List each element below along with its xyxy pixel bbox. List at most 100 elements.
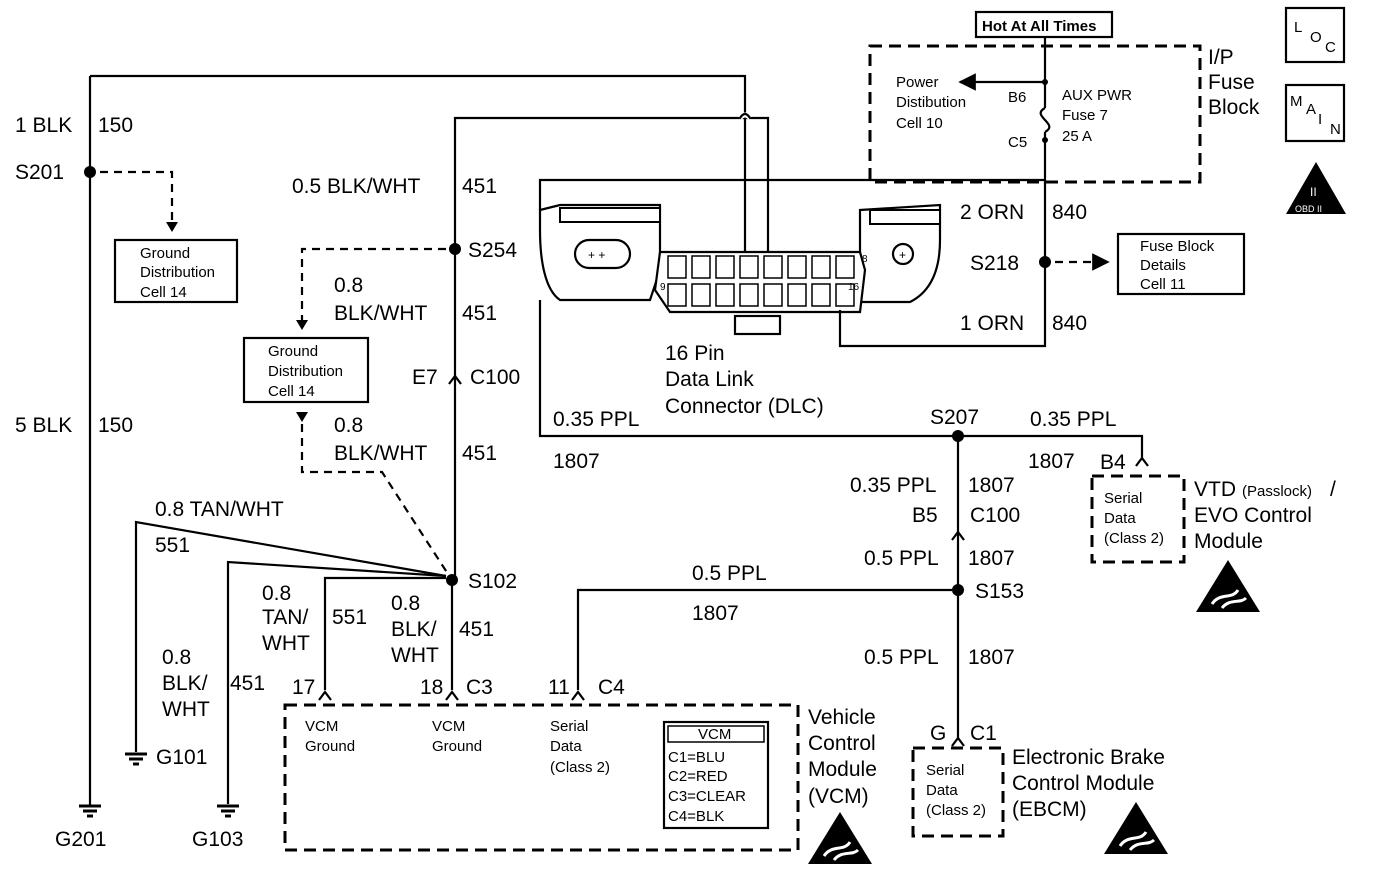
- ground-g101-icon: [123, 752, 149, 766]
- wire-451: [453, 116, 770, 580]
- diagram-label: (Passlock): [1242, 483, 1312, 500]
- diagram-label: OBD II: [1295, 204, 1322, 214]
- diagram-label: 2 ORN: [960, 201, 1024, 224]
- diagram-label: B5: [912, 504, 938, 527]
- ebcm-module-outline: [911, 746, 1005, 838]
- wire-150-top: [90, 74, 747, 262]
- diagram-label: B4: [1100, 451, 1126, 474]
- diagram-label: M: [1290, 93, 1303, 110]
- diagram-label: 150: [98, 414, 133, 437]
- diagram-label: C2=RED: [668, 768, 728, 785]
- diagram-label: (Class 2): [1104, 530, 1164, 547]
- diagram-label: 1807: [1028, 450, 1075, 473]
- wire-551: [134, 520, 447, 752]
- diagram-label: Control Module: [1012, 772, 1154, 795]
- diagram-label: 0.8: [162, 646, 191, 669]
- diagram-label: 9: [660, 282, 666, 293]
- diagram-label: 0.8: [391, 592, 420, 615]
- diagram-label: BLK/: [162, 672, 208, 695]
- diagram-label: C4: [598, 676, 625, 699]
- ground-distribution-box-1: [113, 238, 239, 304]
- diagram-label: Cell 14: [268, 383, 315, 400]
- diagram-label: Electronic Brake: [1012, 746, 1165, 769]
- diagram-label: 1807: [968, 646, 1015, 669]
- diagram-label: Ground: [268, 343, 318, 360]
- diagram-label: 1 ORN: [960, 312, 1024, 335]
- diagram-label: I/P: [1208, 46, 1234, 69]
- diagram-label: 0.8: [262, 582, 291, 605]
- diagram-label: O: [1310, 29, 1322, 46]
- dlc-connector: + + + 9 16 8: [538, 203, 942, 336]
- diagram-label: Data Link: [665, 368, 754, 391]
- diagram-label: Module: [1194, 530, 1263, 553]
- diagram-label: Fuse 7: [1062, 107, 1108, 124]
- diagram-label: AUX PWR: [1062, 87, 1132, 104]
- diagram-label: G101: [156, 746, 207, 769]
- fuse-block-details-box: [1116, 232, 1246, 296]
- diagram-label: BLK/: [391, 618, 437, 641]
- diagram-label: C4=BLK: [668, 808, 724, 825]
- diagram-label: 25 A: [1062, 128, 1092, 145]
- diagram-label: 1807: [553, 450, 600, 473]
- diagram-label: II: [1310, 185, 1317, 199]
- diagram-label: 451: [462, 175, 497, 198]
- diagram-label: 840: [1052, 201, 1087, 224]
- diagram-label: 451: [462, 302, 497, 325]
- diagram-label: 17: [292, 676, 315, 699]
- diagram-label: Data: [1104, 510, 1136, 527]
- diagram-label: 150: [98, 114, 133, 137]
- hot-at-all-times-label: Hot At All Times: [974, 10, 1114, 39]
- diagram-label: + +: [588, 248, 605, 262]
- diagram-label: C1=BLU: [668, 749, 725, 766]
- diagram-label: +: [899, 248, 906, 262]
- diagram-label: 0.35 PPL: [850, 474, 936, 497]
- diagram-label: 0.5 PPL: [692, 562, 767, 585]
- diagram-label: Fuse: [1208, 71, 1255, 94]
- wire-551-vcm: [323, 576, 446, 690]
- diagram-label: (VCM): [808, 785, 869, 808]
- diagram-label: Serial: [926, 762, 964, 779]
- diagram-label: C3: [466, 676, 493, 699]
- wire-840-top: [538, 140, 1047, 210]
- diagram-label: 0.8: [334, 414, 363, 437]
- diagram-label: Distribution: [140, 264, 215, 281]
- diagram-label: 451: [230, 672, 265, 695]
- diagram-label: 1807: [968, 547, 1015, 570]
- diagram-label: WHT: [391, 644, 439, 667]
- diagram-label: 451: [459, 618, 494, 641]
- diagram-label: A: [1306, 101, 1316, 118]
- diagram-label: S102: [468, 570, 517, 593]
- diagram-label: C100: [970, 504, 1020, 527]
- ground-distribution-box-2: [242, 336, 370, 404]
- loc-icon: L O C: [1284, 6, 1346, 64]
- diagram-label: (Class 2): [926, 802, 986, 819]
- diagram-label: Serial: [1104, 490, 1142, 507]
- diagram-label: 551: [332, 606, 367, 629]
- diagram-label: N: [1330, 121, 1341, 138]
- diagram-label: Block: [1208, 96, 1260, 119]
- diagram-label: Ground: [432, 738, 482, 755]
- diagram-label: C1: [970, 722, 997, 745]
- diagram-label: G201: [55, 828, 106, 851]
- diagram-label: 1807: [968, 474, 1015, 497]
- diagram-label: 18: [420, 676, 443, 699]
- diagram-label: Control: [808, 732, 876, 755]
- diagram-label: VCM: [305, 718, 338, 735]
- wire-1807: [538, 300, 1144, 458]
- diagram-label: TAN/: [262, 606, 308, 629]
- diagram-label: 0.5 PPL: [864, 547, 939, 570]
- diagram-label: S207: [930, 406, 979, 429]
- splice-s218: [1039, 256, 1051, 268]
- vcm-module-outline: [283, 703, 800, 852]
- diagram-label: E7: [412, 366, 438, 389]
- connector-c100-b5: [951, 530, 965, 541]
- diagram-label: WHT: [162, 698, 210, 721]
- splice-s153: [952, 584, 964, 596]
- diagram-label: S201: [15, 161, 64, 184]
- fuse-icon: [1039, 107, 1051, 133]
- ground-g103-icon: [215, 804, 241, 818]
- diagram-label: 451: [462, 442, 497, 465]
- diagram-label: S153: [975, 580, 1024, 603]
- diagram-label: 0.8: [334, 274, 363, 297]
